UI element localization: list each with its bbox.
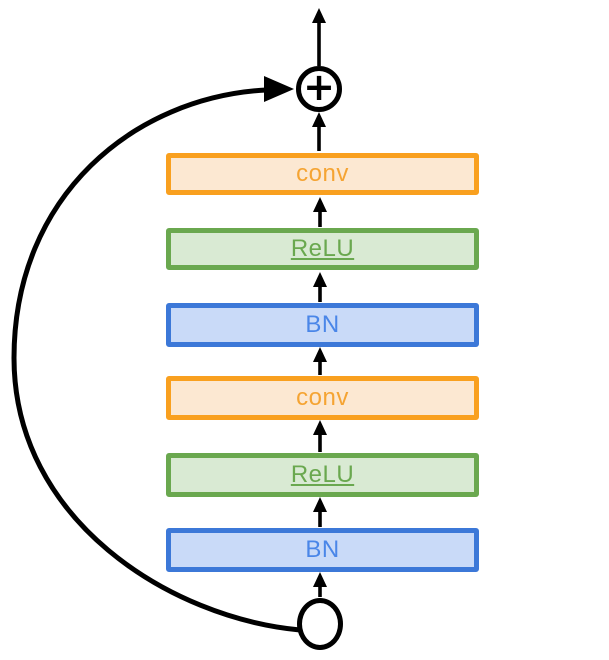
layer-label: ReLU — [290, 461, 355, 488]
layer-label: BN — [305, 536, 340, 563]
arrow-relu1-to-conv1 — [313, 197, 327, 227]
add-node: + — [296, 66, 342, 112]
layer-bn-2: BN — [166, 528, 479, 572]
plus-icon: + — [303, 65, 335, 109]
arrow-input-to-bn2 — [313, 572, 327, 597]
output-arrow — [312, 8, 326, 66]
arrow-relu2-to-conv2 — [313, 420, 327, 452]
layer-label: conv — [296, 160, 349, 187]
skip-arrowhead-icon — [264, 76, 294, 102]
arrow-bn1-to-relu1 — [313, 272, 327, 302]
layer-relu-2: ReLU — [166, 453, 479, 497]
arrow-conv2-to-bn1 — [313, 347, 327, 375]
arrow-bn2-to-relu2 — [313, 497, 327, 527]
layer-label: ReLU — [290, 235, 355, 262]
skip-connection-curve — [11, 76, 303, 633]
layer-conv-2: conv — [166, 376, 479, 420]
layer-label: conv — [296, 384, 349, 411]
layer-label: BN — [305, 311, 340, 338]
layer-conv-1: conv — [166, 153, 479, 195]
layer-bn-1: BN — [166, 303, 479, 347]
layer-relu-1: ReLU — [166, 228, 479, 270]
arrow-conv1-to-add — [312, 112, 326, 151]
input-node — [297, 598, 343, 650]
